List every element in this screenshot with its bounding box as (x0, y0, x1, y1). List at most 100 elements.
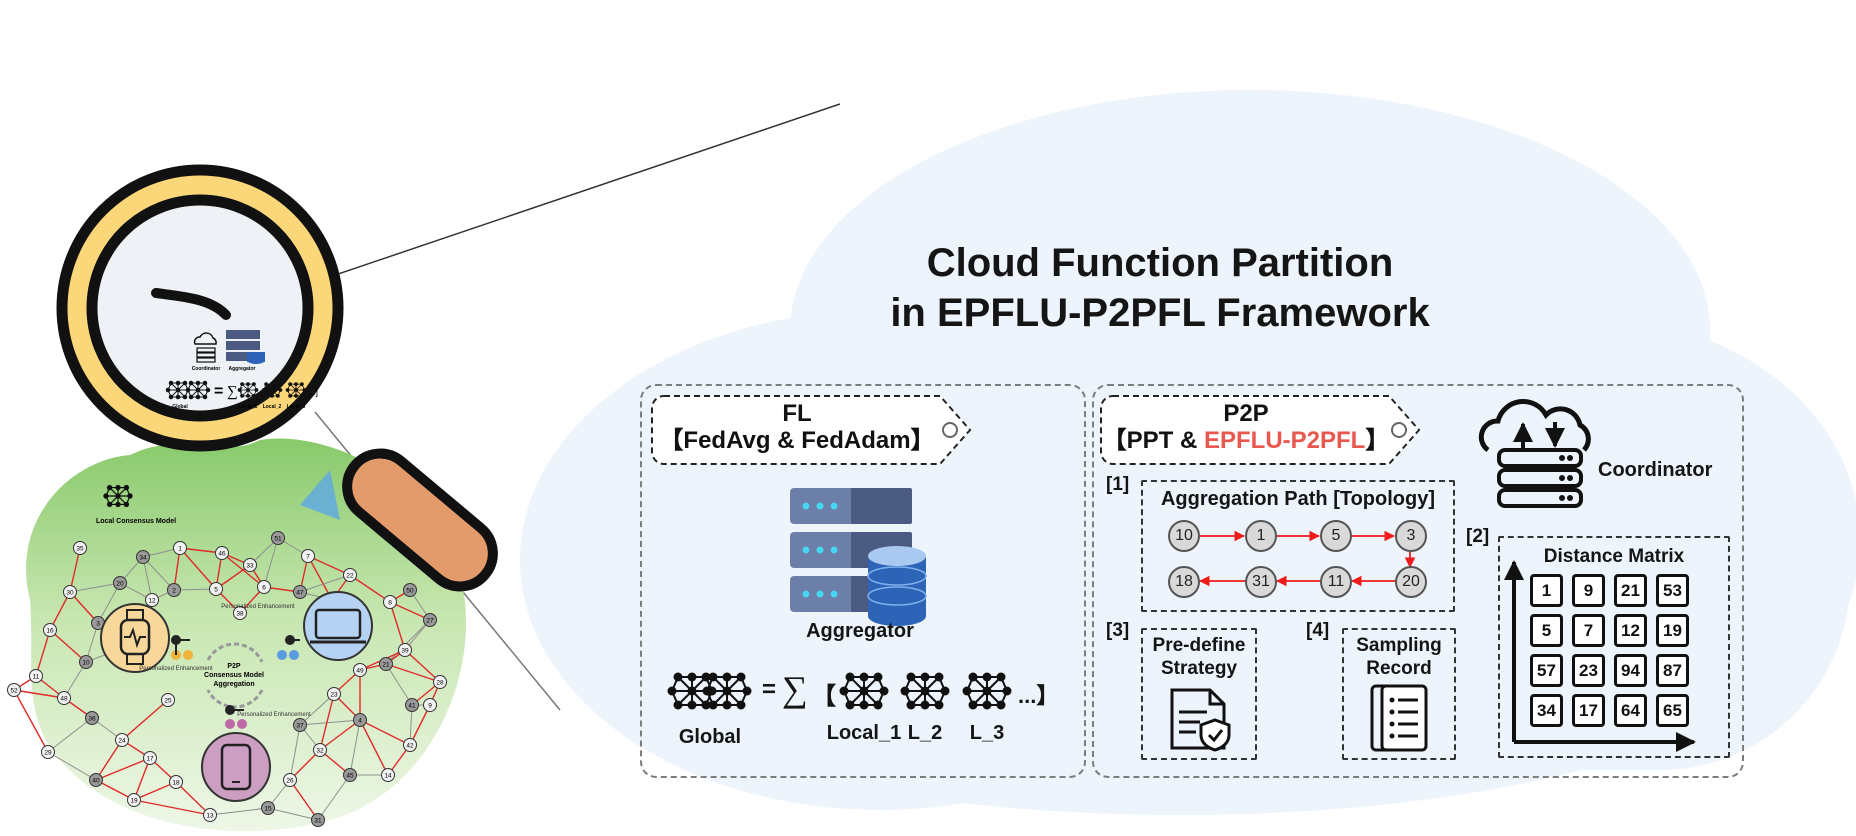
strategy-title-line-2: Strategy (1160, 658, 1238, 679)
network-node (203, 808, 217, 822)
matrix-cell: 17 (1572, 694, 1605, 727)
fl-tag-methods: 【FedAvg & FedAdam】 (659, 427, 935, 454)
laptop-device-icon (303, 591, 373, 661)
network-node (215, 546, 229, 560)
matrix-cell: 1 (1530, 574, 1563, 607)
network-node-label: 1 (178, 546, 182, 553)
p2p-tag-methods: 【PPT & EPFLU-P2PFL】 (1101, 427, 1391, 454)
path-node: 10 (1168, 520, 1200, 552)
sampling-title-line-1: Sampling (1356, 635, 1442, 656)
network-node (379, 657, 393, 671)
network-node (136, 550, 150, 564)
network-node-label: 3 (96, 621, 100, 628)
matrix-cell: 7 (1572, 614, 1605, 647)
network-region (26, 438, 467, 832)
network-node (381, 768, 395, 782)
consensus-label-3: Aggregation (213, 681, 254, 688)
bracket-close: 】 (1036, 683, 1059, 708)
network-node (43, 623, 57, 637)
network-node (7, 683, 21, 697)
network-node-label: 10 (82, 660, 90, 667)
network-node-label: 47 (296, 590, 304, 597)
network-node-label: 30 (66, 590, 74, 597)
network-edge (409, 704, 431, 746)
network-node-label: 6 (262, 585, 266, 592)
network-edge (263, 537, 279, 588)
magnifier-icon: = ∑ [ ...] Coordinator Aggregator Global… (56, 164, 498, 592)
network-node-label: 17 (146, 756, 154, 763)
matrix-cell: 21 (1614, 574, 1647, 607)
path-node: 18 (1168, 566, 1200, 598)
network-node (89, 773, 103, 787)
p2p-tag-suffix: 】 (1365, 427, 1390, 454)
network-node-label: 46 (218, 551, 226, 558)
coordinator-label: Coordinator (1598, 459, 1713, 481)
network-edge (173, 588, 217, 591)
aggregation-path-title: Aggregation Path [Topology] (1160, 488, 1436, 510)
p2p-tag-title: P2P (1223, 400, 1269, 427)
svg-text:...]: ...] (308, 387, 318, 397)
path-node: 11 (1320, 566, 1352, 598)
network-node (311, 813, 325, 827)
section-2-number: [2] (1466, 526, 1490, 547)
network-node-label: 40 (92, 778, 100, 785)
network-edge (289, 779, 319, 821)
lens-aggregator-label: Aggregator (229, 366, 256, 372)
network-node (57, 691, 71, 705)
p2p-panel (1092, 384, 1744, 778)
local-1-label: Local_1 (826, 722, 902, 744)
lens-local-3-label: Local_3 (287, 404, 306, 410)
matrix-cell: 94 (1614, 654, 1647, 687)
network-node (173, 541, 187, 555)
network-node (313, 743, 327, 757)
local-model-neural-net-icon (102, 484, 134, 508)
network-node-label: 36 (88, 716, 96, 723)
matrix-cell: 64 (1614, 694, 1647, 727)
svg-text:∑: ∑ (227, 384, 238, 400)
network-edge (97, 582, 121, 624)
network-edge (385, 663, 441, 683)
sampling-record-box (1342, 628, 1456, 760)
aggregator-label: Aggregator (806, 620, 914, 642)
network-node (243, 558, 257, 572)
network-edge (359, 719, 411, 746)
network-node (29, 669, 43, 683)
network-edge (349, 574, 391, 603)
network-edge (49, 591, 71, 631)
network-edge (63, 661, 87, 699)
network-node-label: 29 (44, 750, 52, 757)
network-edge (349, 719, 361, 776)
phone-device-icon (201, 732, 271, 802)
network-edge (69, 582, 121, 593)
fl-panel (640, 384, 1086, 778)
network-node-label: 25 (164, 698, 172, 705)
fl-tag-shape (651, 395, 972, 465)
fl-tag-title: FL (782, 400, 812, 427)
network-edge (142, 556, 175, 591)
matrix-cell: 57 (1530, 654, 1563, 687)
strategy-document-shield-icon (1170, 688, 1231, 752)
section-3-number: [3] (1106, 620, 1130, 641)
network-node (143, 751, 157, 765)
p2p-tag: P2P 【PPT & EPFLU-P2PFL】 (1101, 400, 1391, 454)
svg-text:[: [ (240, 387, 243, 398)
network-node-label: 50 (406, 588, 414, 595)
network-node (271, 531, 285, 545)
local-2-label: L_2 (907, 722, 943, 744)
diagram-title: Cloud Function Partition in EPFLU-P2PFL … (820, 238, 1500, 338)
zoom-line-top (284, 103, 841, 293)
distance-matrix-axes (1504, 560, 1696, 752)
matrix-cell: 65 (1656, 694, 1689, 727)
network-nodes: 3414651733256472282030383124427391610432… (7, 531, 447, 827)
network-node-label: 19 (130, 798, 138, 805)
network-edge (69, 547, 81, 593)
network-edge (35, 629, 51, 677)
network-edge (47, 751, 97, 781)
network-node (353, 663, 367, 677)
network-node-label: 49 (356, 668, 364, 675)
network-node (398, 643, 412, 657)
network-node (283, 773, 297, 787)
matrix-cell: 5 (1530, 614, 1563, 647)
network-node-label: 2 (172, 588, 176, 595)
p2p-tag-prefix: 【PPT & (1102, 427, 1204, 454)
